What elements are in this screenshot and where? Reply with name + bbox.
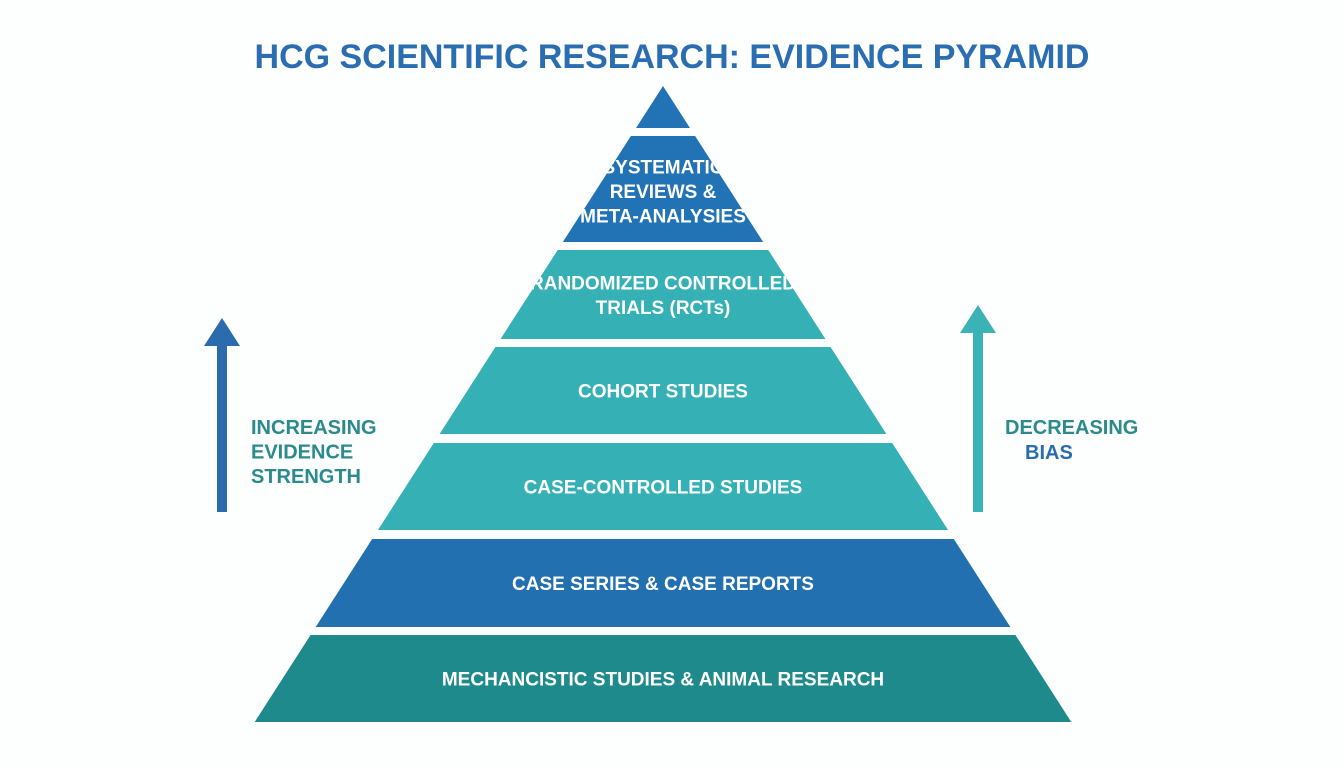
tier-label: MECHANCISTIC STUDIES & ANIMAL RESEARCH [442,670,884,691]
tier-label: RANDOMIZED CONTROLLED [530,273,796,294]
increasing-evidence-label: STRENGTH [251,466,361,488]
tier-label: META-ANALYSIES [580,207,746,228]
tier-shape [636,86,690,128]
tier-shape [377,443,949,530]
tier-shape [439,347,887,434]
increasing-evidence-label: INCREASING [251,417,377,439]
tier-label: SYSTEMATIC [602,158,723,179]
pyramid-tier-cohort-studies: COHORT STUDIES [439,347,887,434]
decreasing-bias-arrow-icon [960,305,996,512]
increasing-evidence-label: EVIDENCE [251,442,353,464]
increasing-evidence-arrow-icon [204,318,240,512]
decreasing-bias-label: DECREASING [1005,417,1138,439]
tier-label: TRIALS (RCTs) [596,298,731,319]
tier-label: CASE SERIES & CASE REPORTS [512,574,814,595]
tier-label: COHORT STUDIES [578,382,748,403]
pyramid-tier-systematic-reviews: SYSTEMATIC REVIEWS & META-ANALYSIES [562,136,764,242]
decreasing-bias-label: BIAS [1025,442,1073,464]
tier-shape [254,635,1072,722]
diagram-title: HCG SCIENTIFIC RESEARCH: EVIDENCE PYRAMI… [255,38,1090,76]
tier-shape [315,539,1011,627]
pyramid-tier-apex [636,86,690,128]
pyramid-tier-case-series: CASE SERIES & CASE REPORTS [315,539,1011,627]
tier-shape [562,136,764,242]
tier-label: REVIEWS & [610,182,717,203]
pyramid-tier-case-controlled-studies: CASE-CONTROLLED STUDIES [377,443,949,530]
tier-shape [500,250,826,339]
pyramid-tier-mechanistic-studies: MECHANCISTIC STUDIES & ANIMAL RESEARCH [254,635,1072,722]
pyramid-tier-rcts: RANDOMIZED CONTROLLED TRIALS (RCTs) [500,250,826,339]
tier-label: CASE-CONTROLLED STUDIES [524,478,803,499]
